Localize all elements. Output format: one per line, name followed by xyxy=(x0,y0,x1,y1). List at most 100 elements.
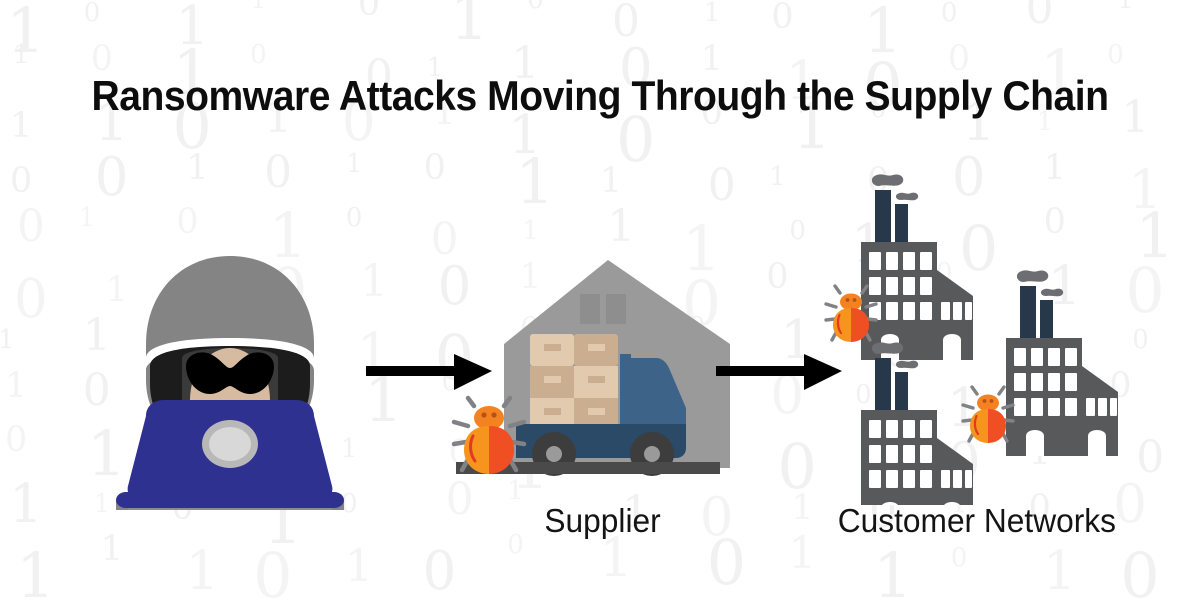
hacker-illustration xyxy=(116,256,344,510)
page-title: Ransomware Attacks Moving Through the Su… xyxy=(91,72,1109,119)
binary-digit: 1 xyxy=(10,106,33,147)
hacker-mask xyxy=(186,352,274,394)
arrow-supplier-to-customers xyxy=(716,352,844,392)
cardboard-box-stack xyxy=(530,334,618,430)
warehouse-window-right xyxy=(606,294,626,324)
binary-digit: 0 xyxy=(706,526,747,600)
binary-digit: 1 xyxy=(607,201,635,253)
binary-digit: 0 xyxy=(357,0,381,24)
binary-digit: 1 xyxy=(599,528,633,590)
binary-digit: 1 xyxy=(1117,0,1134,15)
binary-digit: 0 xyxy=(345,203,363,234)
truck-wheel-hub xyxy=(546,446,562,462)
binary-digit: 1 xyxy=(703,0,721,28)
binary-digit: 0 xyxy=(507,530,524,561)
binary-digit: 1 xyxy=(250,0,267,15)
binary-digit: 1 xyxy=(16,539,56,600)
binary-digit: 0 xyxy=(707,159,736,211)
binary-digit: 1 xyxy=(100,529,123,570)
binary-digit: 1 xyxy=(0,325,15,356)
binary-digit: 0 xyxy=(10,160,33,201)
arrow-hacker-to-supplier xyxy=(366,352,494,392)
caption-supplier: Supplier xyxy=(544,502,661,539)
bug-head xyxy=(474,406,504,430)
binary-digit: 1 xyxy=(6,0,46,67)
binary-digit: 1 xyxy=(449,0,490,54)
binary-digit: 0 xyxy=(5,420,28,461)
box-tape xyxy=(544,408,561,415)
binary-digit: 1 xyxy=(359,255,388,307)
binary-digit: 0 xyxy=(17,201,45,253)
binary-digit: 0 xyxy=(1120,539,1160,600)
factories-illustration xyxy=(824,174,1118,505)
arrow-right-icon xyxy=(716,354,842,390)
binary-digit: 1 xyxy=(186,147,209,188)
hacker-hood-trim xyxy=(146,338,314,370)
binary-digit: 1 xyxy=(863,0,903,67)
binary-digit: 0 xyxy=(950,543,968,574)
customer-networks-group xyxy=(800,160,1145,505)
binary-digit: 0 xyxy=(83,0,101,28)
arrow-shaft xyxy=(366,366,462,376)
supplier-warehouse xyxy=(448,248,730,500)
binary-digit: 0 xyxy=(766,256,789,297)
binary-digit: 1 xyxy=(788,528,817,580)
laptop-base xyxy=(116,492,344,508)
binary-digit: 0 xyxy=(253,539,293,600)
bug-shell-right xyxy=(489,426,514,474)
binary-digit: 1 xyxy=(873,539,913,600)
binary-digit: 0 xyxy=(14,268,48,330)
binary-digit: 0 xyxy=(771,0,794,37)
bug-icon-supplier xyxy=(451,395,527,474)
box-tape xyxy=(588,408,605,415)
laptop-logo xyxy=(209,427,251,461)
binary-digit: 1 xyxy=(1042,541,1077,600)
warehouse-window-left xyxy=(580,294,600,324)
binary-digit: 1 xyxy=(175,0,210,57)
binary-digit: 1 xyxy=(515,144,555,218)
arrow-shaft xyxy=(716,366,812,376)
bug-icon-factory-right xyxy=(961,385,1015,445)
binary-digit: 0 xyxy=(527,0,544,15)
binary-digit: 1 xyxy=(13,39,30,70)
binary-digit: 0 xyxy=(94,146,129,208)
ground-line xyxy=(456,462,720,474)
binary-digit: 1 xyxy=(78,203,96,234)
binary-digit: 0 xyxy=(612,0,640,47)
hacker-figure xyxy=(98,248,362,510)
truck-cab xyxy=(630,358,686,424)
binary-digit: 1 xyxy=(344,541,373,593)
binary-digit: 1 xyxy=(9,473,43,535)
truck-cab-post xyxy=(620,354,631,426)
binary-digit: 0 xyxy=(1107,39,1124,70)
box-tape xyxy=(588,344,605,351)
warehouse-illustration xyxy=(451,260,730,476)
box-tape xyxy=(588,376,605,383)
binary-digit: 1 xyxy=(522,216,539,247)
arrow-right-icon xyxy=(366,354,492,390)
bug-stripe xyxy=(469,434,477,463)
binary-digit: 0 xyxy=(264,146,293,198)
binary-digit: 1 xyxy=(769,161,786,192)
binary-digit: 0 xyxy=(423,147,446,188)
bug-eye-right xyxy=(491,412,497,418)
caption-customer-networks: Customer Networks xyxy=(837,502,1116,539)
arrow-head xyxy=(454,354,492,390)
box-tape xyxy=(544,376,561,383)
box-tape xyxy=(544,344,561,351)
binary-digit: 0 xyxy=(940,0,958,28)
binary-digit: 0 xyxy=(176,202,199,243)
binary-digit: 0 xyxy=(1025,0,1054,34)
binary-digit: 1 xyxy=(185,541,220,600)
binary-digit: 1 xyxy=(5,365,28,406)
binary-digit: 1 xyxy=(345,148,363,179)
bug-shell-left xyxy=(464,426,489,474)
factory-top-left xyxy=(861,174,973,360)
factory-bottom-left xyxy=(861,342,973,505)
arrow-head xyxy=(804,354,842,390)
truck-wheel-hub xyxy=(644,446,660,462)
binary-digit: 0 xyxy=(250,39,267,70)
bug-eye-left xyxy=(481,412,487,418)
binary-digit: 0 xyxy=(422,541,457,600)
